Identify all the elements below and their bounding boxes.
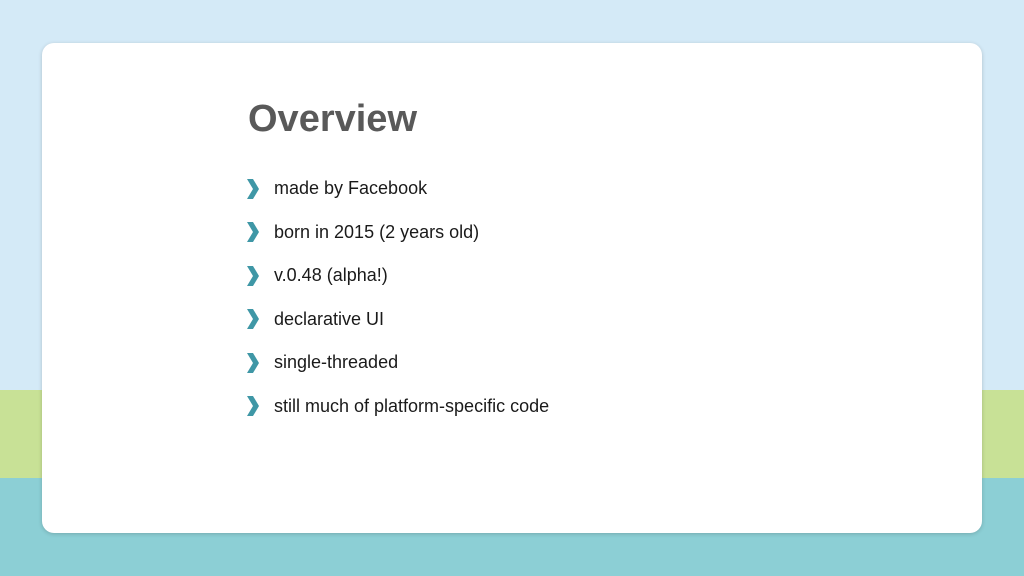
bullet-text: single-threaded (274, 352, 399, 373)
bullet-text: born in 2015 (2 years old) (274, 221, 480, 242)
chevron-right-icon (247, 265, 259, 286)
bullet-item: still much of platform-specific code (246, 385, 549, 429)
chevron-right-icon (247, 352, 259, 373)
bullet-text: made by Facebook (274, 178, 428, 199)
bullet-list: made by Facebook born in 2015 (2 years o… (246, 167, 549, 428)
bullet-item: made by Facebook (246, 167, 549, 211)
bullet-text: still much of platform-specific code (274, 395, 550, 416)
bullet-item: v.0.48 (alpha!) (246, 254, 549, 298)
chevron-right-icon (247, 222, 259, 243)
bullet-item: born in 2015 (2 years old) (246, 211, 549, 255)
slide-title: Overview (248, 98, 417, 140)
bullet-text: v.0.48 (alpha!) (274, 265, 388, 286)
bullet-text: declarative UI (274, 308, 385, 329)
bullet-item: single-threaded (246, 341, 549, 385)
bullet-item: declarative UI (246, 298, 549, 342)
chevron-right-icon (247, 309, 259, 330)
chevron-right-icon (247, 396, 259, 417)
chevron-right-icon (247, 178, 259, 199)
slide-card (42, 43, 982, 533)
